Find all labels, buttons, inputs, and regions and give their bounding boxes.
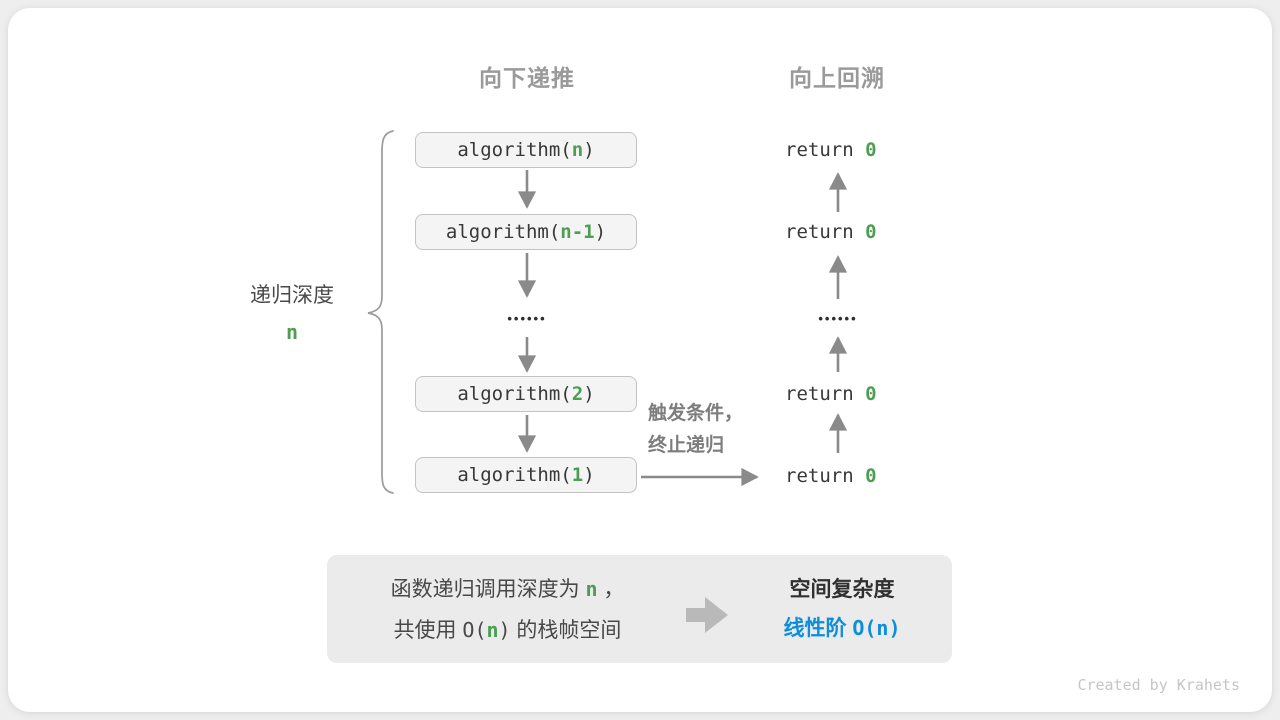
call-stack-ellipsis: •••••• — [507, 311, 547, 326]
complexity-value: 线性阶 O(n) — [742, 609, 942, 648]
call-fn: algorithm( — [445, 221, 561, 243]
return-value: 0 — [865, 221, 877, 243]
call-close: ) — [583, 383, 595, 405]
depth-label: 递归深度 n — [232, 283, 352, 345]
return-statement: return 0 — [785, 383, 877, 405]
return-statement: return 0 — [785, 465, 877, 487]
call-label: algorithm(n-1) — [446, 221, 606, 243]
return-value: 0 — [865, 465, 877, 487]
call-arg: 1 — [571, 464, 584, 486]
credit-text: Created by Krahets — [1077, 676, 1240, 694]
call-box-n-1: algorithm(n-1) — [415, 214, 637, 250]
summary-text: 共使用 — [393, 619, 463, 642]
call-close: ) — [583, 139, 595, 161]
base-case-note: 触发条件， 终止递归 — [648, 398, 743, 462]
call-box-n: algorithm(n) — [415, 132, 637, 168]
call-box-1: algorithm(1) — [415, 457, 637, 493]
summary-var: n — [585, 577, 598, 601]
call-fn: algorithm( — [457, 139, 572, 161]
summary-panel — [327, 555, 952, 663]
summary-statement: 函数递归调用深度为 n ， 共使用 O(n) 的栈帧空间 — [345, 569, 670, 651]
call-arg: n — [571, 139, 584, 161]
column-header-backtrack: 向上回溯 — [789, 65, 885, 91]
depth-label-text: 递归深度 — [250, 284, 334, 307]
summary-result: 空间复杂度 线性阶 O(n) — [742, 571, 942, 648]
summary-text: 的栈帧空间 — [510, 619, 622, 642]
call-close: ) — [594, 221, 607, 243]
return-keyword: return — [785, 465, 866, 487]
complexity-notation: O(n) — [852, 616, 901, 640]
return-value: 0 — [865, 139, 877, 161]
summary-var: n — [486, 618, 499, 642]
complexity-order: 线性阶 — [783, 617, 853, 640]
call-box-2: algorithm(2) — [415, 376, 637, 412]
summary-line-2: 共使用 O(n) 的栈帧空间 — [345, 610, 670, 651]
return-ellipsis: •••••• — [818, 311, 858, 326]
summary-line-1: 函数递归调用深度为 n ， — [345, 569, 670, 610]
summary-big-o-close: ) — [498, 618, 511, 642]
summary-big-o-open: O( — [462, 618, 487, 642]
return-keyword: return — [785, 139, 866, 161]
base-case-note-line1: 触发条件， — [648, 403, 744, 424]
call-label: algorithm(1) — [457, 464, 594, 486]
call-fn: algorithm( — [457, 383, 572, 405]
return-keyword: return — [785, 221, 866, 243]
column-header-recurse: 向下递推 — [479, 65, 575, 91]
call-close: ) — [583, 464, 595, 486]
call-arg: 2 — [571, 383, 584, 405]
return-value: 0 — [865, 383, 877, 405]
return-statement: return 0 — [785, 221, 877, 243]
return-statement: return 0 — [785, 139, 877, 161]
summary-text: ， — [597, 578, 625, 601]
return-keyword: return — [785, 383, 866, 405]
call-label: algorithm(2) — [457, 383, 594, 405]
base-case-note-line2: 终止递归 — [648, 435, 725, 456]
call-label: algorithm(n) — [457, 139, 594, 161]
depth-label-var: n — [285, 320, 299, 344]
call-arg: n-1 — [560, 221, 595, 243]
summary-text: 函数递归调用深度为 — [390, 578, 586, 601]
call-fn: algorithm( — [457, 464, 572, 486]
complexity-title: 空间复杂度 — [789, 578, 895, 601]
